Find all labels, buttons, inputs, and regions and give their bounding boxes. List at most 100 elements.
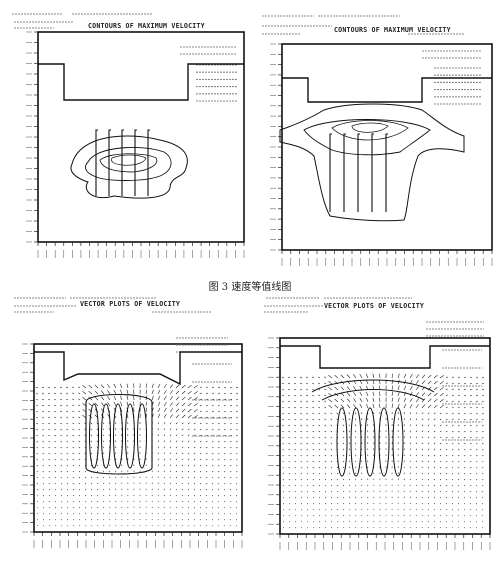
panel-contour-right: CONTOURS OF MAXIMUM VELOCITY [258,6,498,272]
velocity-vector [451,460,454,463]
velocity-vector [181,476,184,479]
velocity-vector [331,521,333,523]
velocity-vector [36,483,39,485]
velocity-vector [217,434,220,437]
velocity-vector [415,392,419,397]
velocity-vector [199,440,202,443]
velocity-vector [96,488,99,491]
velocity-vector [175,506,177,509]
velocity-vector [445,448,448,451]
velocity-vector [223,495,226,497]
velocity-vector [181,402,186,407]
velocity-vector [463,406,466,409]
velocity-vector [306,460,309,463]
velocity-vector [481,382,485,385]
velocity-vector [439,381,444,385]
velocity-vector [349,521,351,523]
velocity-vector [475,418,478,421]
velocity-vector [360,412,363,415]
velocity-vector [324,497,327,499]
velocity-vector [48,410,51,413]
velocity-vector [109,476,111,479]
velocity-vector [163,476,165,479]
velocity-vector [235,386,239,389]
velocity-vector [90,488,93,491]
velocity-vector [84,482,87,485]
velocity-vector [163,390,167,395]
velocity-vector [366,397,369,403]
velocity-vector [463,436,466,439]
velocity-vector [97,494,99,497]
velocity-vector [300,400,303,403]
velocity-vector [187,390,192,395]
velocity-vector [36,404,39,407]
velocity-vector [342,442,345,445]
velocity-vector [403,454,405,457]
velocity-vector [193,458,196,461]
velocity-vector [217,483,220,485]
contour-line [303,119,431,156]
velocity-vector [157,482,159,485]
velocity-vector [54,410,57,413]
velocity-vector [463,448,466,451]
blast-hole-column [95,129,98,196]
velocity-vector [306,497,309,499]
velocity-vector [90,422,93,425]
velocity-vector [469,479,472,481]
velocity-vector [65,386,69,389]
velocity-vector [330,503,333,505]
velocity-vector [205,519,207,521]
velocity-vector [187,414,192,419]
velocity-vector [163,408,167,413]
velocity-vector [481,425,484,427]
velocity-vector [421,430,424,433]
velocity-vector [78,392,81,395]
velocity-vector [175,458,178,461]
velocity-vector [353,374,357,379]
velocity-vector [72,410,75,413]
velocity-vector [421,436,424,439]
velocity-vector [469,461,472,463]
velocity-vector [294,467,297,469]
velocity-vector [427,398,432,403]
velocity-vector [78,404,81,407]
velocity-vector [451,448,454,451]
blast-hole-column [371,133,374,212]
velocity-vector [312,412,315,415]
velocity-vector [163,488,165,491]
velocity-vector [217,471,220,473]
velocity-vector [318,454,321,457]
velocity-vector [318,424,321,427]
velocity-vector [427,424,430,427]
velocity-vector [97,506,99,509]
velocity-vector [169,470,172,473]
velocity-vector [318,448,321,451]
velocity-vector [288,431,291,433]
velocity-vector [181,470,184,473]
velocity-vector [481,479,484,481]
velocity-vector [346,374,351,379]
velocity-vector [97,512,99,515]
velocity-vector [163,446,166,449]
velocity-vector [334,404,339,409]
velocity-vector [60,434,63,437]
velocity-vector [306,406,309,409]
velocity-vector [282,479,285,481]
blast-hole-column [385,133,388,212]
velocity-vector [427,430,430,433]
velocity-vector [163,440,166,443]
velocity-vector [88,390,93,395]
velocity-vector [72,452,75,455]
velocity-vector [54,507,57,509]
velocity-vector [337,509,339,511]
velocity-vector [306,388,309,391]
velocity-vector [397,412,399,415]
velocity-vector [306,448,309,451]
velocity-vector [163,464,165,467]
velocity-vector [348,454,351,457]
velocity-vector [66,495,69,497]
velocity-vector [42,410,45,413]
blast-hole-column [329,133,332,212]
velocity-vector [42,453,45,455]
velocity-vector [346,386,351,391]
